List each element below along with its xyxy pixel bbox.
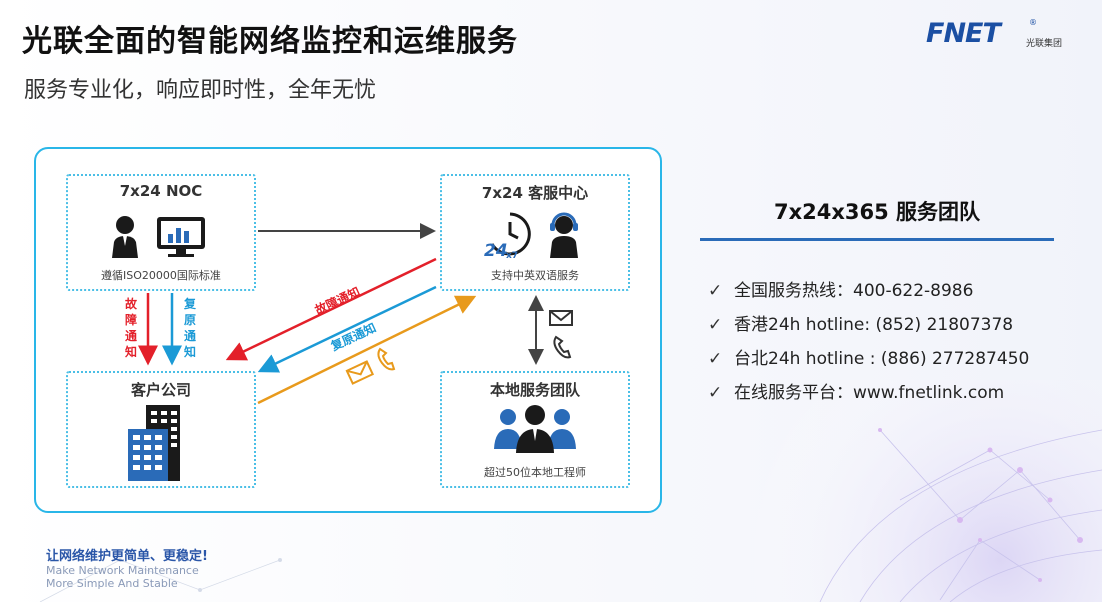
check-icon: ✓ [708,349,723,369]
fault-notice-arrow [225,257,437,361]
company-logo: FNET ® 光联集团 [926,18,1076,56]
contact-item-text: 全国服务热线：400-622-8986 [734,281,974,301]
flow-arrows [138,223,573,405]
phone-icon [553,335,572,359]
headset-agent-icon [550,212,578,258]
monitor-chart-icon [157,217,205,257]
check-icon: ✓ [708,281,723,301]
noc-node: 7x24 NOC 遵循ISO20000国际标准 [66,174,256,291]
logo-registered-mark: ® [1029,18,1037,27]
service-flow-diagram: 7x24 NOC 遵循ISO20000国际标准 7x24 客服中心 24 x7 [34,147,662,513]
building-icon [128,405,180,481]
contact-item-text: 香港24h hotline: (852) 21807378 [734,315,1014,335]
check-icon: ✓ [708,383,723,403]
local-team-node: 本地服务团队 超过50位本地工程师 [440,371,630,488]
noc-title: 7x24 NOC [119,182,203,200]
customer-node: 客户公司 [66,371,256,488]
slogan-en-line1: Make Network Maintenance [46,564,199,577]
svg-text:24: 24 [484,241,508,260]
restore-notice-arrow [257,285,437,373]
svg-text:x7: x7 [506,251,518,260]
request-arrow [257,295,477,405]
logo-company-name: 光联集团 [1026,39,1063,49]
slogan: 让网络维护更简单、更稳定! Make Network Maintenance M… [46,545,208,590]
contact-item-online[interactable]: ✓ 在线服务平台：www.fnetlink.com [708,378,1098,412]
email-icon [549,310,573,326]
person-icon [112,216,138,258]
contact-item-hongkong: ✓ 香港24h hotline: (852) 21807378 [708,310,1098,344]
check-icon: ✓ [708,315,723,335]
page-subtitle: 服务专业化，响应即时性，全年无忧 [24,78,377,103]
service-center-title: 7x24 客服中心 [481,184,589,202]
noc-desc: 遵循ISO20000国际标准 [101,269,221,282]
local-team-desc: 超过50位本地工程师 [484,466,586,479]
team-panel-divider [700,238,1054,241]
contact-item-taipei: ✓ 台北24h hotline : (886) 277287450 [708,344,1098,378]
clock-24x7-icon: 24 x7 [484,212,531,260]
service-center-desc: 支持中英双语服务 [491,269,579,282]
contact-list: ✓ 全国服务热线：400-622-8986 ✓ 香港24h hotline: (85… [708,276,1098,412]
team-panel-title: 7x24x365 服务团队 [773,200,981,224]
team-icon [494,405,576,453]
restore-notice-vertical-label: 复原通知 [183,297,196,359]
service-center-node: 7x24 客服中心 24 x7 支持中英双语服务 [440,174,630,291]
phone-orange-icon [377,347,396,371]
logo-wordmark: FNET [926,18,1001,49]
fault-notice-vertical-label: 故障通知 [124,297,137,359]
slogan-en-line2: More Simple And Stable [46,577,178,590]
contact-item-hotline: ✓ 全国服务热线：400-622-8986 [708,276,1098,310]
customer-title: 客户公司 [130,381,191,399]
email-orange-icon [345,360,375,385]
page-title: 光联全面的智能网络监控和运维服务 [22,24,518,59]
contact-item-text[interactable]: 在线服务平台：www.fnetlink.com [734,383,1005,403]
slogan-cn: 让网络维护更简单、更稳定! [46,549,208,564]
contact-item-text: 台北24h hotline : (886) 277287450 [734,349,1030,369]
local-team-title: 本地服务团队 [489,381,580,399]
